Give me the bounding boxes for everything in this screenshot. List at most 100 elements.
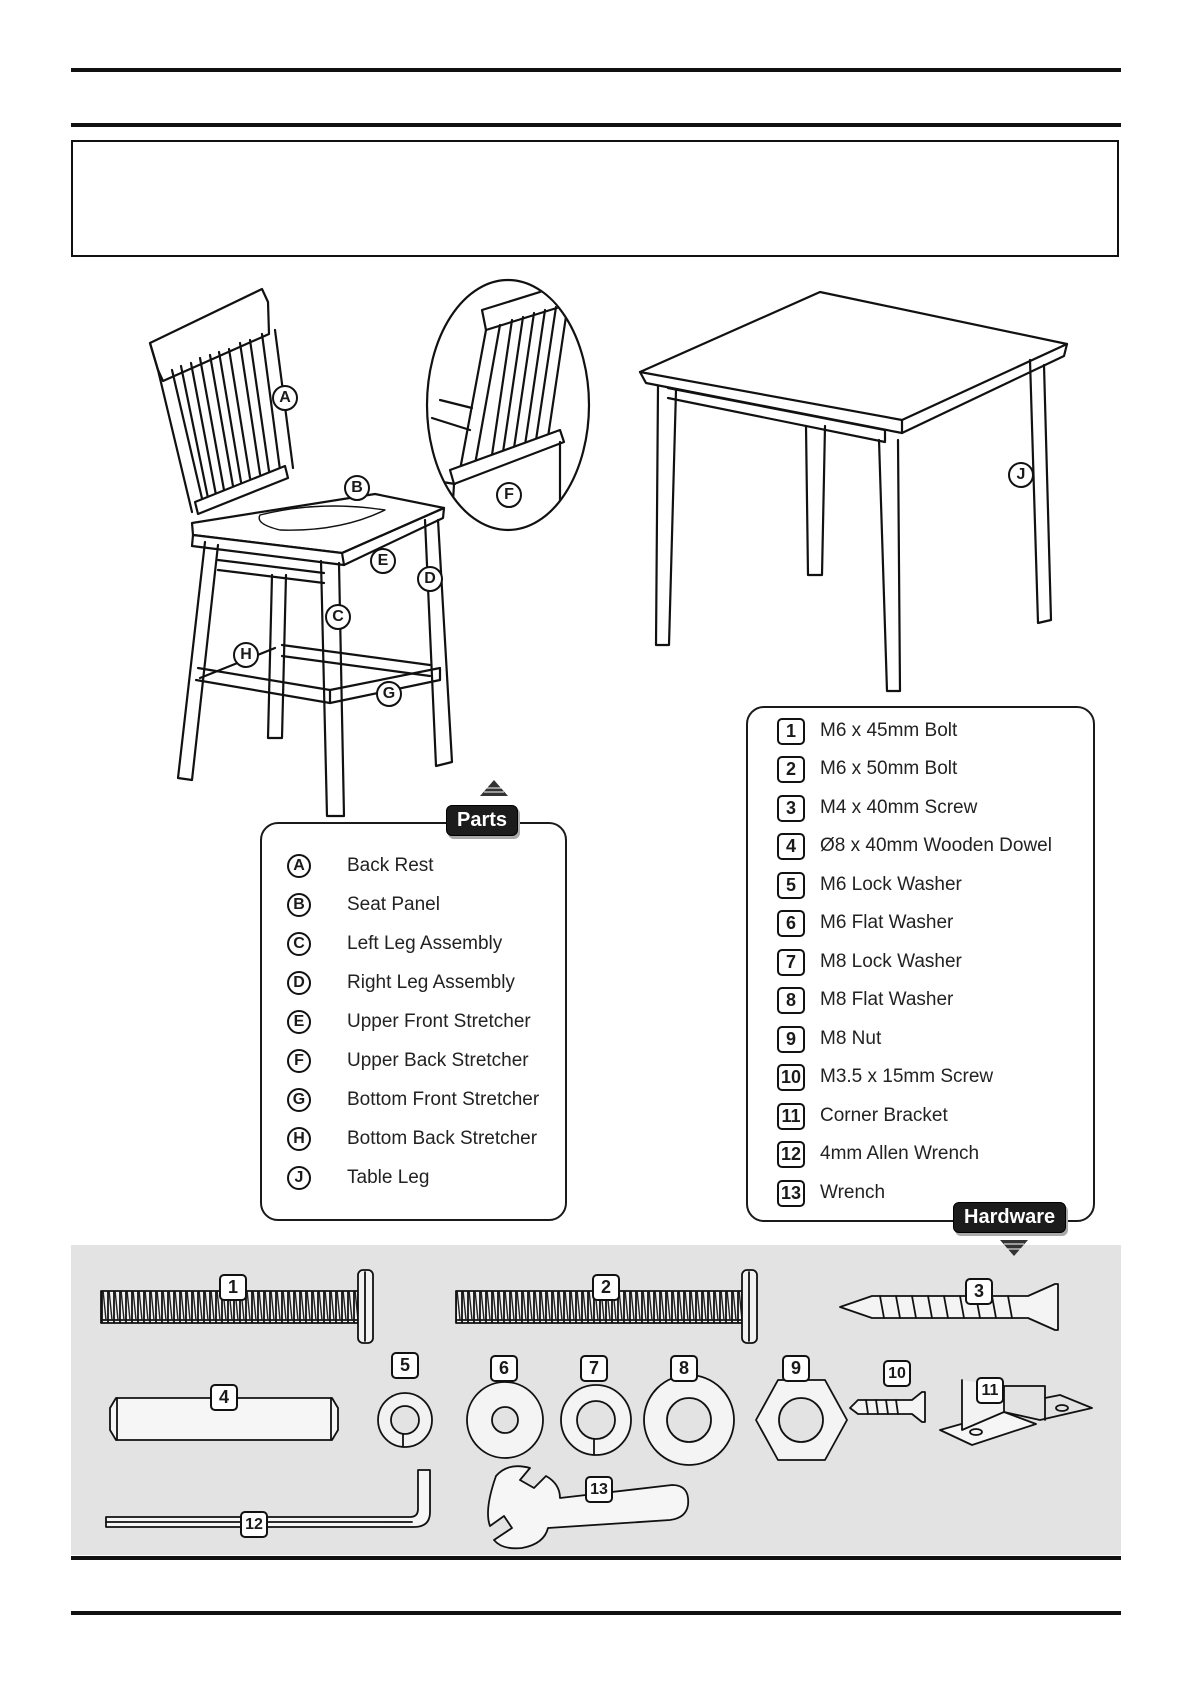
hardware-callout: 13 bbox=[585, 1476, 613, 1503]
list-item: 4 Ø8 x 40mm Wooden Dowel bbox=[777, 831, 1052, 861]
footer-rule-top bbox=[71, 1556, 1121, 1560]
hardware-number-badge: 9 bbox=[777, 1025, 805, 1053]
hardware-number-badge: 12 bbox=[777, 1140, 805, 1168]
furniture-illustration bbox=[148, 278, 1069, 818]
lock-washer-icon bbox=[560, 1384, 632, 1456]
list-item: 3 M4 x 40mm Screw bbox=[777, 793, 977, 823]
part-letter-badge: A bbox=[287, 854, 311, 878]
list-item: 9 M8 Nut bbox=[777, 1024, 881, 1054]
wrench-icon bbox=[487, 1465, 690, 1550]
list-item: D Right Leg Assembly bbox=[287, 968, 515, 998]
hardware-number-badge: 2 bbox=[777, 755, 805, 783]
screw-icon bbox=[849, 1391, 926, 1423]
list-item: E Upper Front Stretcher bbox=[287, 1007, 531, 1037]
hardware-number-badge: 5 bbox=[777, 871, 805, 899]
callout-b: B bbox=[344, 475, 370, 501]
hardware-callout: 3 bbox=[965, 1278, 993, 1305]
list-item: 1 M6 x 45mm Bolt bbox=[777, 716, 957, 746]
hardware-label: M3.5 x 15mm Screw bbox=[820, 1066, 994, 1087]
part-label: Seat Panel bbox=[347, 894, 440, 915]
list-item: C Left Leg Assembly bbox=[287, 929, 502, 959]
hardware-label: Ø8 x 40mm Wooden Dowel bbox=[820, 835, 1052, 856]
hardware-number-badge: 7 bbox=[777, 948, 805, 976]
list-item: H Bottom Back Stretcher bbox=[287, 1124, 537, 1154]
list-item: 7 M8 Lock Washer bbox=[777, 947, 962, 977]
hardware-callout: 4 bbox=[210, 1384, 238, 1411]
part-label: Bottom Back Stretcher bbox=[347, 1128, 538, 1149]
callout-j: J bbox=[1008, 462, 1034, 488]
part-letter-badge: D bbox=[287, 971, 311, 995]
part-letter-badge: C bbox=[287, 932, 311, 956]
hardware-label: Corner Bracket bbox=[820, 1105, 948, 1126]
list-item: F Upper Back Stretcher bbox=[287, 1046, 529, 1076]
hardware-callout: 7 bbox=[580, 1355, 608, 1382]
part-letter-badge: F bbox=[287, 1049, 311, 1073]
hardware-number-badge: 11 bbox=[777, 1102, 805, 1130]
hardware-label: M8 Nut bbox=[820, 1028, 882, 1049]
nut-icon bbox=[755, 1379, 848, 1461]
part-label: Right Leg Assembly bbox=[347, 972, 515, 993]
lock-washer-icon bbox=[377, 1392, 433, 1448]
list-item: 13 Wrench bbox=[777, 1178, 885, 1208]
part-label: Table Leg bbox=[347, 1167, 430, 1188]
corner-bracket-icon bbox=[939, 1379, 1093, 1446]
part-letter-badge: G bbox=[287, 1088, 311, 1112]
part-label: Bottom Front Stretcher bbox=[347, 1089, 540, 1110]
hardware-callout: 8 bbox=[670, 1355, 698, 1382]
callout-f: F bbox=[496, 482, 522, 508]
hardware-number-badge: 6 bbox=[777, 909, 805, 937]
flat-washer-icon bbox=[466, 1381, 544, 1459]
hardware-label: M8 Flat Washer bbox=[820, 989, 954, 1010]
callout-g: G bbox=[376, 681, 402, 707]
hardware-callout: 2 bbox=[592, 1274, 620, 1301]
part-letter-badge: B bbox=[287, 893, 311, 917]
hardware-callout: 6 bbox=[490, 1355, 518, 1382]
parts-tag: Parts bbox=[446, 805, 519, 836]
hardware-label: M6 Flat Washer bbox=[820, 912, 954, 933]
list-item: J Table Leg bbox=[287, 1163, 429, 1193]
header-rule-top bbox=[71, 68, 1121, 72]
hardware-number-badge: 4 bbox=[777, 832, 805, 860]
hardware-label: M6 x 50mm Bolt bbox=[820, 758, 958, 779]
hardware-label: 4mm Allen Wrench bbox=[820, 1143, 980, 1164]
list-item: B Seat Panel bbox=[287, 890, 440, 920]
notice-box bbox=[71, 140, 1119, 257]
list-item: 12 4mm Allen Wrench bbox=[777, 1139, 979, 1169]
part-label: Left Leg Assembly bbox=[347, 933, 503, 954]
hardware-label: M4 x 40mm Screw bbox=[820, 797, 978, 818]
list-item: G Bottom Front Stretcher bbox=[287, 1085, 539, 1115]
callout-e: E bbox=[370, 548, 396, 574]
list-item: 6 M6 Flat Washer bbox=[777, 908, 953, 938]
hardware-callout: 11 bbox=[976, 1377, 1004, 1404]
hardware-callout: 1 bbox=[219, 1274, 247, 1301]
footer-rule-bottom bbox=[71, 1611, 1121, 1615]
hardware-label: M8 Lock Washer bbox=[820, 951, 962, 972]
screw-icon bbox=[839, 1283, 1059, 1331]
hardware-number-badge: 1 bbox=[777, 717, 805, 745]
hardware-callout: 10 bbox=[883, 1360, 911, 1387]
parts-tag-pointer bbox=[480, 780, 508, 796]
hardware-label: M6 Lock Washer bbox=[820, 874, 962, 895]
flat-washer-icon bbox=[643, 1374, 735, 1466]
header-rule-bottom bbox=[71, 123, 1121, 127]
hardware-label: Wrench bbox=[820, 1182, 886, 1203]
dowel-icon bbox=[109, 1397, 339, 1441]
hardware-number-badge: 13 bbox=[777, 1179, 805, 1207]
part-label: Upper Back Stretcher bbox=[347, 1050, 529, 1071]
list-item: 5 M6 Lock Washer bbox=[777, 870, 962, 900]
callout-h: H bbox=[233, 642, 259, 668]
hardware-callout: 5 bbox=[391, 1352, 419, 1379]
hardware-number-badge: 3 bbox=[777, 794, 805, 822]
part-label: Back Rest bbox=[347, 855, 434, 876]
bar-stool-illustration bbox=[148, 287, 454, 818]
list-item: 10 M3.5 x 15mm Screw bbox=[777, 1062, 993, 1092]
part-letter-badge: E bbox=[287, 1010, 311, 1034]
callout-c: C bbox=[325, 604, 351, 630]
hardware-number-badge: 10 bbox=[777, 1063, 805, 1091]
list-item: 2 M6 x 50mm Bolt bbox=[777, 754, 957, 784]
list-item: 11 Corner Bracket bbox=[777, 1101, 948, 1131]
hardware-label: M6 x 45mm Bolt bbox=[820, 720, 958, 741]
parts-panel bbox=[260, 822, 567, 1221]
part-letter-badge: H bbox=[287, 1127, 311, 1151]
